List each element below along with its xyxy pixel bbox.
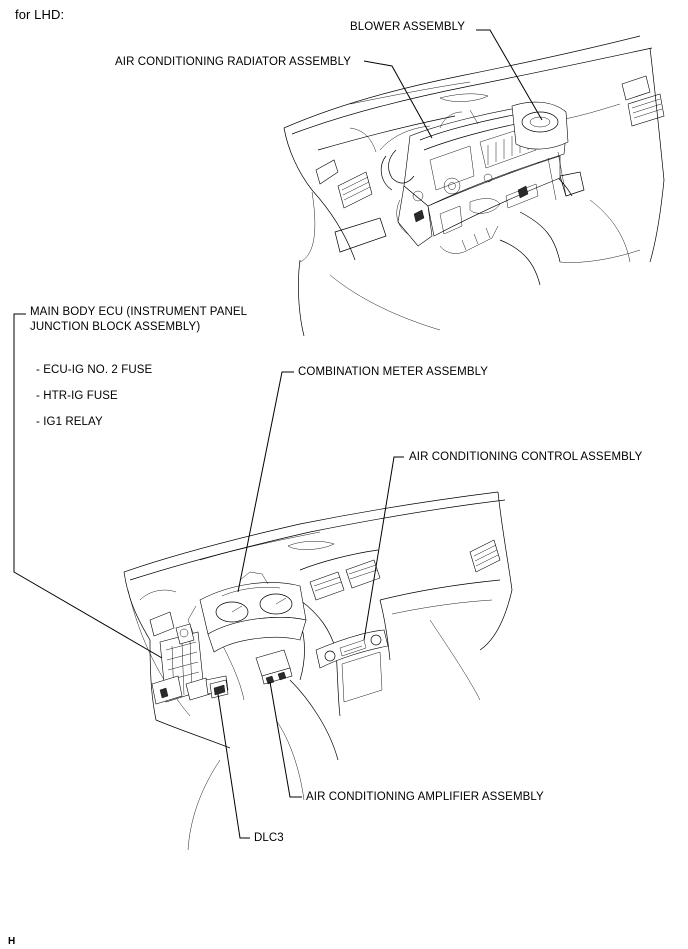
- label-main-body-ecu-line1: MAIN BODY ECU (INSTRUMENT PANEL: [30, 306, 248, 318]
- sub-item-htr-ig-fuse: - HTR-IG FUSE: [36, 390, 118, 402]
- bottom-dashboard-drawing: [123, 491, 513, 851]
- top-leader-lines: [363, 29, 543, 139]
- label-combination-meter: COMBINATION METER ASSEMBLY: [298, 366, 489, 378]
- sub-item-ecu-ig-fuse: - ECU-IG NO. 2 FUSE: [36, 364, 153, 376]
- label-ac-amplifier-assembly: AIR CONDITIONING AMPLIFIER ASSEMBLY: [306, 791, 544, 803]
- label-main-body-ecu-line2: JUNCTION BLOCK ASSEMBLY): [30, 321, 201, 333]
- combination-meter-drawing: [187, 571, 307, 653]
- ac-control-drawing: [315, 629, 389, 669]
- figure-code: H: [8, 936, 16, 947]
- ac-amplifier-drawing: [255, 649, 293, 685]
- label-ac-control-assembly: AIR CONDITIONING CONTROL ASSEMBLY: [409, 451, 643, 463]
- bottom-leader-lines: [13, 313, 404, 839]
- page-title: for LHD:: [15, 7, 65, 22]
- top-dashboard-drawing: [283, 35, 665, 337]
- label-blower-assembly: BLOWER ASSEMBLY: [350, 21, 466, 33]
- label-ac-radiator-assembly: AIR CONDITIONING RADIATOR ASSEMBLY: [115, 56, 351, 68]
- hvac-unit-drawing: [380, 101, 569, 254]
- sub-item-ig1-relay: - IG1 RELAY: [36, 416, 103, 428]
- label-dlc3: DLC3: [254, 832, 284, 844]
- dlc3-drawing: [209, 679, 229, 699]
